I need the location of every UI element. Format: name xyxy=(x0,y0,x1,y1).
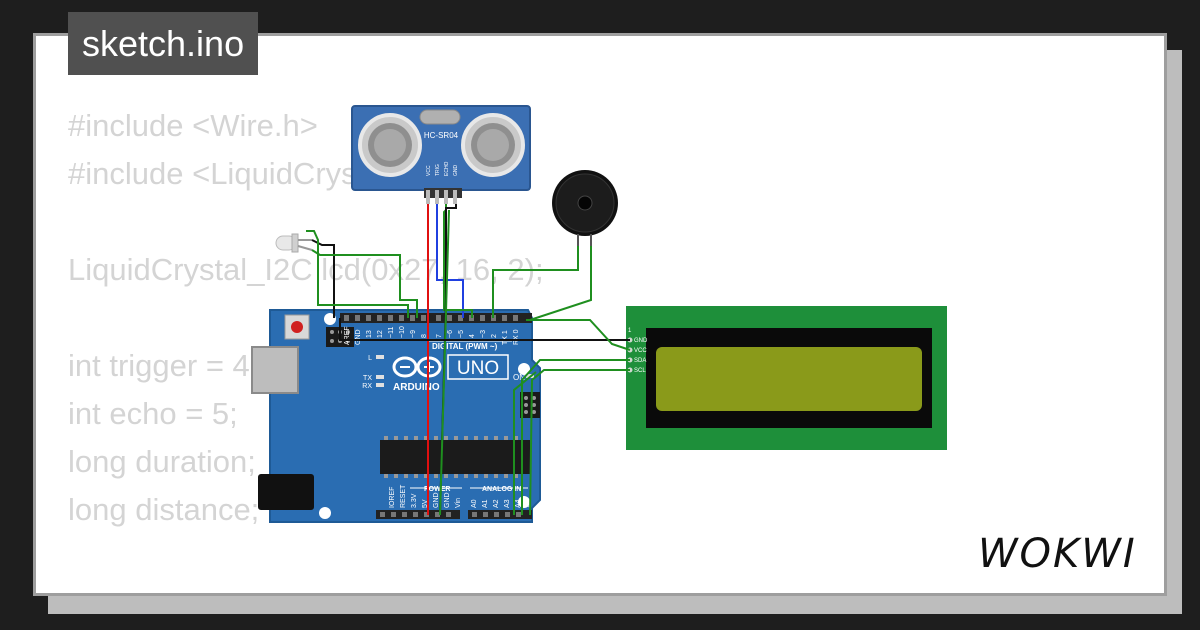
board-tx-label: TX xyxy=(363,375,372,382)
pin-label-vin: Vin xyxy=(455,498,462,508)
pin-label-gnd-2: GND xyxy=(444,492,451,508)
pin-label-6: ~6 xyxy=(447,330,454,338)
pin-label-tx: TX 1 xyxy=(502,330,509,345)
arduino-uno[interactable]: L TX RX ON AREF GND 13 12 ~11 ~10 ~9 8 7… xyxy=(251,309,541,523)
buzzer[interactable] xyxy=(552,170,618,246)
board-brand-label: ARDUINO xyxy=(393,382,440,393)
pin-label-4: 4 xyxy=(469,334,476,338)
code-line: #include <Wire.h> xyxy=(68,108,318,143)
sensor-pin-gnd-label: GND xyxy=(453,165,459,177)
code-card: #include <Wire.h> #include <LiquidCrysta… xyxy=(33,33,1167,596)
led[interactable] xyxy=(275,233,313,253)
pin-label-10: ~10 xyxy=(399,326,406,338)
sensor-pin-echo-label: ECHO xyxy=(444,161,450,176)
pin-label-7: 7 xyxy=(436,334,443,338)
pin-label-gnd: GND xyxy=(355,329,362,345)
analog-header-label: ANALOG IN xyxy=(482,486,521,493)
board-model-label: UNO xyxy=(457,358,499,379)
wire-analog-extra xyxy=(513,371,537,515)
pin-label-8: 8 xyxy=(421,334,428,338)
wire-lcd-sda xyxy=(521,359,630,515)
sensor-pin-vcc-label: VCC xyxy=(426,165,432,176)
pin-label-12: 12 xyxy=(377,330,384,338)
ultrasonic-sensor[interactable]: HC-SR04 VCC TRIG ECHO GND xyxy=(351,105,531,204)
code-line: long duration; xyxy=(68,444,256,479)
pin-label-13: 13 xyxy=(366,330,373,338)
lcd-display[interactable]: 1 GND VCC SDA SCL xyxy=(626,306,947,450)
pin-label-2: 2 xyxy=(491,334,498,338)
sensor-model-label: HC-SR04 xyxy=(424,131,459,140)
pin-label-a0: A0 xyxy=(471,499,478,508)
pin-label-aref: AREF xyxy=(344,326,351,345)
wire-led-b xyxy=(306,230,409,318)
wokwi-logo: WOKWI xyxy=(978,531,1137,577)
wire-buzzer-neg xyxy=(492,246,579,318)
wokwi-logo-text: WOKWI xyxy=(978,531,1137,577)
wire-buzzer-pos xyxy=(529,246,592,321)
wire-lcd-gnd xyxy=(339,318,630,341)
pin-label-3v3: 3.3V xyxy=(411,493,418,508)
board-led-l-label: L xyxy=(368,355,372,362)
power-header-label: POWER xyxy=(424,486,450,493)
code-line: int echo = 5; xyxy=(68,396,238,431)
wire-sensor-gnd-green xyxy=(439,209,450,516)
pin-label-ioref: IOREF xyxy=(389,487,396,508)
pin-label-a3: A3 xyxy=(504,499,511,508)
wire-led-c xyxy=(311,249,418,318)
board-on-label: ON xyxy=(513,373,525,382)
wire-sensor-trig xyxy=(436,204,464,318)
lcd-pin-sda-label: SDA xyxy=(634,358,646,364)
pin-label-rx: RX 0 xyxy=(513,329,520,345)
pin-label-gnd-1: GND xyxy=(433,492,440,508)
pin-label-5: ~5 xyxy=(458,330,465,338)
pin-label-11: ~11 xyxy=(388,327,395,338)
lcd-pin1-label: 1 xyxy=(628,328,632,334)
pin-label-a1: A1 xyxy=(482,499,489,508)
lcd-pin-gnd-label: GND xyxy=(634,338,648,344)
digital-header-label: DIGITAL (PWM ~) xyxy=(432,342,498,351)
code-background: #include <Wire.h> #include <LiquidCrysta… xyxy=(68,102,544,593)
lcd-pin-scl-label: SCL xyxy=(634,368,646,374)
file-tab[interactable]: sketch.ino xyxy=(68,12,259,75)
pin-label-5v: 5V xyxy=(422,499,429,508)
wires xyxy=(306,204,631,516)
pin-label-9: ~9 xyxy=(410,330,417,338)
lcd-pin-vcc-label: VCC xyxy=(634,348,647,354)
pin-label-a4: A4 xyxy=(515,499,522,508)
board-rx-label: RX xyxy=(362,383,372,390)
sensor-pin-trig-label: TRIG xyxy=(435,164,441,176)
pin-label-3: ~3 xyxy=(480,330,487,338)
code-line: long distance; xyxy=(68,492,260,527)
code-line: int buzzer = 2; xyxy=(68,582,544,593)
pin-label-a2: A2 xyxy=(493,499,500,508)
wire-lcd-vcc xyxy=(526,319,631,351)
pin-label-reset: RESET xyxy=(400,484,407,508)
wire-lcd-scl xyxy=(529,369,630,516)
